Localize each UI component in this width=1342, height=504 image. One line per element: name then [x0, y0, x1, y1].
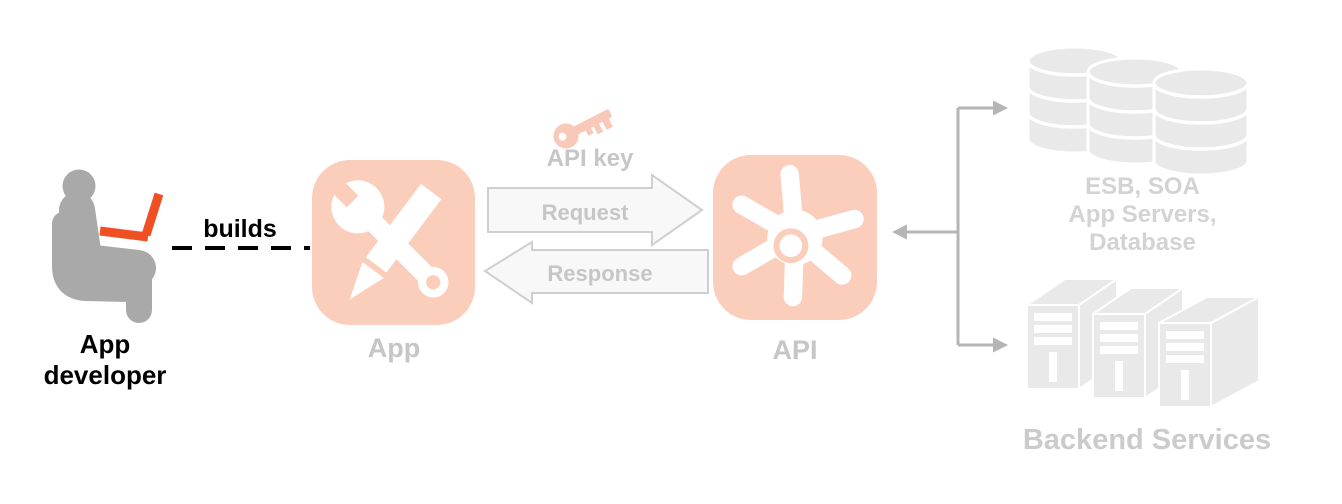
wrench-ring-hole — [426, 275, 441, 290]
esb-caption-line3: Database — [1089, 229, 1196, 256]
gear-hub-ring — [773, 228, 809, 264]
api-key-label: API key — [546, 145, 634, 172]
builds-label: builds — [203, 215, 277, 243]
server-right — [1158, 296, 1260, 408]
laptop-screen — [141, 192, 164, 237]
wrench-notch — [326, 175, 359, 208]
response-arrow — [483, 240, 709, 305]
chair-shape — [52, 211, 143, 302]
backend-connector-lines — [892, 100, 1008, 353]
wrench-pencil-icon — [326, 175, 449, 300]
app-label: App — [367, 333, 421, 363]
request-arrow — [487, 173, 704, 247]
key-icon — [553, 109, 613, 149]
laptop-base — [99, 226, 149, 242]
pencil-body — [365, 183, 442, 273]
esb-caption-line1: ESB, SOA — [1085, 173, 1200, 200]
head-shape — [62, 169, 96, 203]
esb-caption-line2: App Servers, — [1068, 201, 1217, 228]
esb-caption: ESB, SOA App Servers, Database — [1040, 173, 1245, 257]
backend-services-label: Backend Services — [1022, 424, 1272, 456]
request-response-arrows — [483, 173, 709, 305]
database-stack-icon — [1026, 45, 1250, 177]
app-tile — [312, 160, 475, 325]
server-towers-icon — [1026, 278, 1260, 408]
pencil-tip — [349, 262, 384, 300]
app-developer-icon — [52, 169, 164, 323]
request-label: Request — [541, 200, 629, 225]
db-stack-right — [1152, 67, 1250, 177]
arrowhead-to-servers — [993, 337, 1008, 353]
api-label: API — [772, 335, 818, 365]
arrowhead-to-databases — [993, 100, 1008, 116]
builds-dashed-line — [172, 246, 310, 250]
response-label: Response — [547, 261, 653, 286]
torso-shape — [59, 192, 102, 276]
app-developer-label: App developer — [43, 329, 167, 390]
api-tile — [713, 155, 877, 320]
gear-asterisk-icon — [732, 164, 864, 307]
arrowhead-to-api — [892, 224, 907, 240]
